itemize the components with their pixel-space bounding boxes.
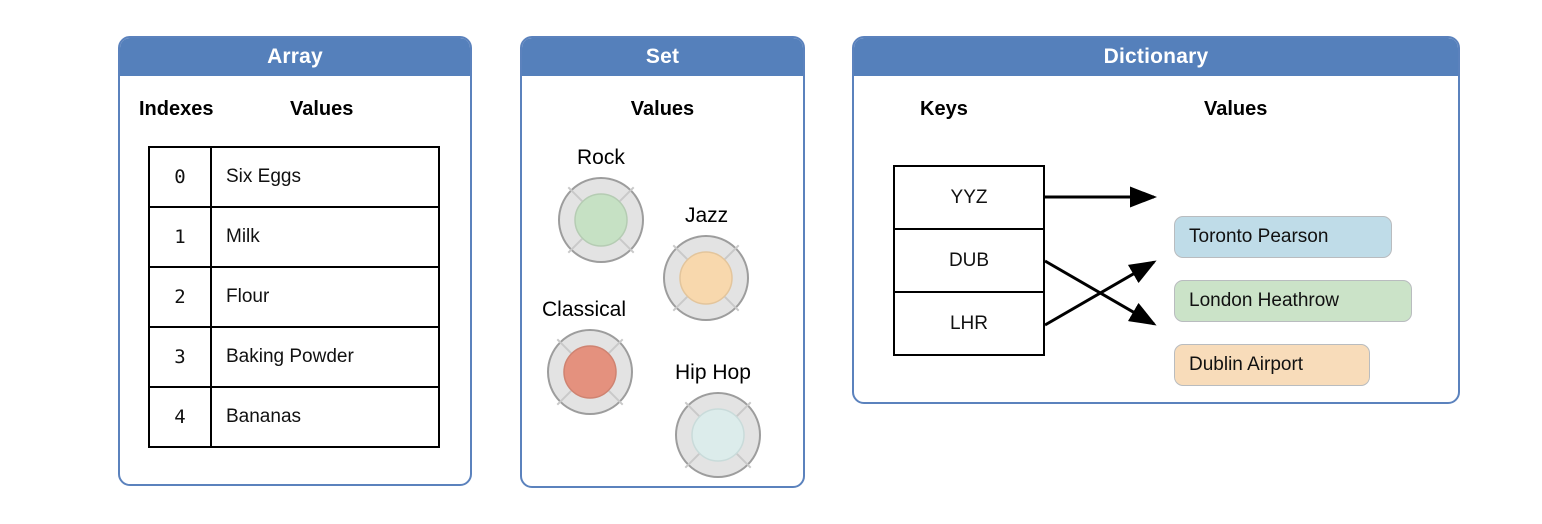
dictionary-values-caption: Values: [1204, 98, 1268, 120]
arrow-dub-to-dublin: [1044, 259, 1157, 326]
panel-set: Set Values Rock Jazz: [520, 36, 805, 488]
panel-set-body: Values Rock Jazz: [522, 76, 803, 486]
table-row: YYZ: [893, 165, 1045, 230]
array-value-cell: Flour: [210, 266, 440, 328]
dictionary-key-cell: LHR: [893, 291, 1045, 356]
table-row: 0 Six Eggs: [148, 146, 440, 208]
dictionary-key-cell: YYZ: [893, 165, 1045, 230]
array-index-cell: 3: [148, 326, 212, 388]
panel-dictionary: Dictionary Keys Values YYZ DUB LHR: [852, 36, 1460, 404]
set-label-hip-hop: Hip Hop: [675, 361, 751, 384]
panel-array-title: Array: [120, 38, 470, 76]
set-disc-classical-icon: [546, 328, 634, 416]
set-label-jazz: Jazz: [685, 204, 729, 227]
dictionary-value-pill-toronto: Toronto Pearson: [1174, 216, 1392, 258]
dictionary-keys-caption: Keys: [920, 98, 968, 120]
set-label-classical: Classical: [542, 298, 627, 321]
array-value-cell: Six Eggs: [210, 146, 440, 208]
array-value-cell: Milk: [210, 206, 440, 268]
panel-array-body: Indexes Values 0 Six Eggs 1 Milk 2 Flour…: [120, 76, 470, 484]
dictionary-key-cell: DUB: [893, 228, 1045, 293]
panel-array: Array Indexes Values 0 Six Eggs 1 Milk 2…: [118, 36, 472, 486]
array-value-cell: Bananas: [210, 386, 440, 448]
array-table: 0 Six Eggs 1 Milk 2 Flour 3 Baking Powde…: [148, 146, 440, 448]
table-row: LHR: [893, 291, 1045, 356]
array-value-cell: Baking Powder: [210, 326, 440, 388]
panel-set-title: Set: [522, 38, 803, 76]
set-disc-core: [563, 345, 617, 399]
array-index-cell: 1: [148, 206, 212, 268]
array-indexes-caption: Indexes: [139, 98, 214, 120]
table-row: 2 Flour: [148, 266, 440, 328]
panel-dictionary-body: Keys Values YYZ DUB LHR: [854, 76, 1458, 402]
set-disc-jazz-icon: [662, 234, 750, 322]
set-disc-rock-icon: [557, 176, 645, 264]
table-row: 4 Bananas: [148, 386, 440, 448]
set-disc-core: [679, 251, 733, 305]
set-values-caption: Values: [630, 98, 695, 120]
table-row: DUB: [893, 228, 1045, 293]
set-label-rock: Rock: [577, 146, 625, 169]
array-index-cell: 0: [148, 146, 212, 208]
dictionary-value-pill-dublin: Dublin Airport: [1174, 344, 1370, 386]
set-disc-core: [574, 193, 628, 247]
dictionary-keys-table: YYZ DUB LHR: [893, 165, 1045, 356]
array-index-cell: 4: [148, 386, 212, 448]
arrow-lhr-to-london: [1044, 260, 1157, 327]
array-index-cell: 2: [148, 266, 212, 328]
array-values-caption: Values: [290, 98, 354, 120]
set-disc-hip-hop-icon: [674, 391, 762, 479]
table-row: 1 Milk: [148, 206, 440, 268]
set-disc-core: [691, 408, 745, 462]
panel-dictionary-title: Dictionary: [854, 38, 1458, 76]
dictionary-value-pill-london: London Heathrow: [1174, 280, 1412, 322]
table-row: 3 Baking Powder: [148, 326, 440, 388]
